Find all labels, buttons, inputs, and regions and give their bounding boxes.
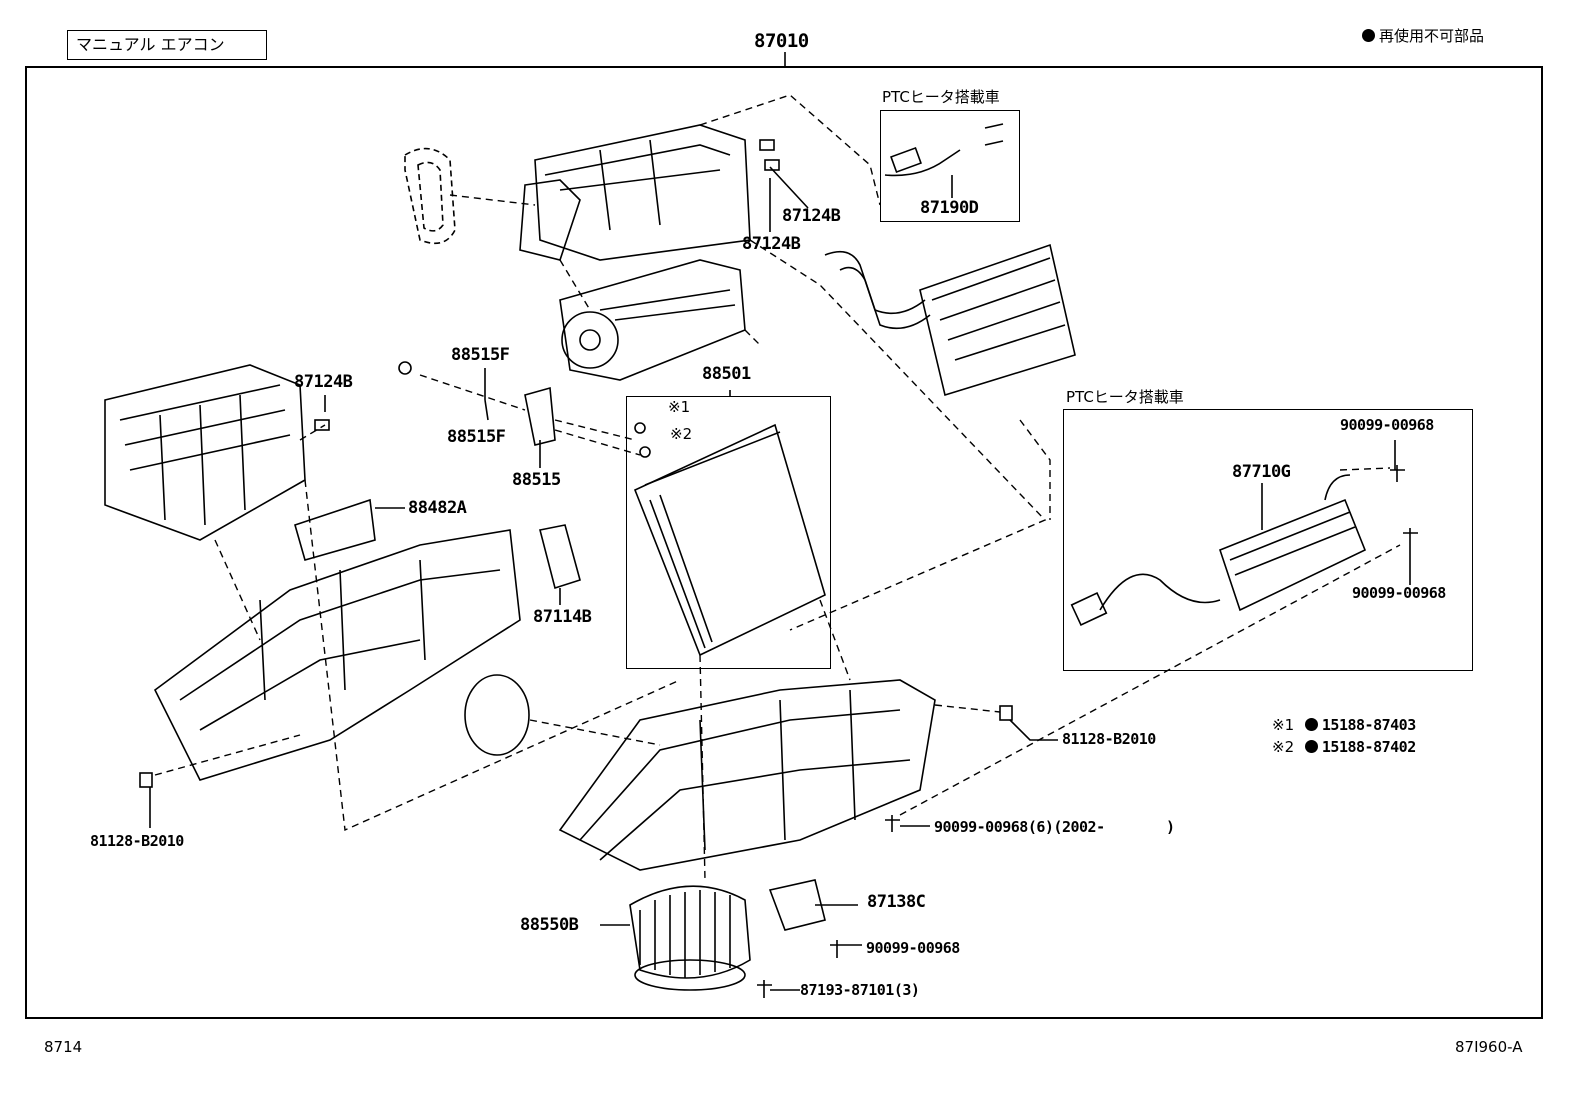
part-87710G[interactable]: 87710G	[1232, 462, 1291, 482]
heater-core-drawing	[824, 243, 1076, 397]
part-88515[interactable]: 88515	[512, 470, 561, 490]
clip-87124b-top-drawing	[759, 139, 775, 151]
note-1-part[interactable]: 15188-87403	[1321, 716, 1416, 734]
lower-left-case-drawing	[153, 529, 521, 781]
part-88550B[interactable]: 88550B	[520, 915, 579, 935]
part-88515F-b[interactable]: 88515F	[447, 427, 506, 447]
part-88482a-drawing	[294, 498, 376, 561]
part-87193-87101[interactable]: 87193-87101(3)	[800, 981, 920, 999]
blower-motor-drawing	[629, 885, 751, 991]
part-87114B[interactable]: 87114B	[533, 607, 592, 627]
o-ring-mark-2: ※2	[670, 425, 693, 443]
filter-frame-drawing	[404, 147, 456, 245]
footer-right-code: 87I960-A	[1455, 1038, 1523, 1056]
part-88501[interactable]: 88501	[702, 364, 751, 384]
part-90099-00968-r1[interactable]: 90099-00968	[1340, 416, 1434, 434]
o-ring-mark-1: ※1	[668, 398, 691, 416]
non-reusable-mark-icon	[1304, 718, 1318, 731]
part-88482A[interactable]: 88482A	[408, 498, 467, 518]
ptc-top-box	[880, 110, 1020, 222]
lower-right-case-drawing	[558, 679, 936, 871]
left-case-drawing	[104, 364, 306, 541]
clip-right-drawing	[999, 705, 1013, 721]
ptc-heater-drawing	[1070, 474, 1367, 626]
expansion-valve-drawing	[524, 386, 556, 446]
clip-left-drawing	[139, 772, 153, 788]
blower-housing-drawing	[559, 259, 746, 381]
damper-plate-drawing	[464, 674, 530, 756]
assembly-dash-lines	[154, 94, 1401, 881]
footer-left-code: 8714	[44, 1038, 83, 1056]
part-90099-00968-r2[interactable]: 90099-00968	[1352, 584, 1446, 602]
note-1-mark: ※1	[1272, 716, 1295, 734]
part-87124B-b[interactable]: 87124B	[742, 234, 801, 254]
note-1: ※1 15188-87403	[1272, 718, 1416, 733]
note-2-mark: ※2	[1272, 738, 1295, 756]
diagram-frame	[25, 66, 1543, 1019]
part-87138C[interactable]: 87138C	[867, 892, 926, 912]
o-ring-2-drawing	[639, 446, 651, 458]
legend-text: 再使用不可部品	[1379, 27, 1485, 45]
condition-label: マニュアル エアコン	[76, 35, 225, 54]
header-condition-box	[67, 30, 267, 60]
note-2-part[interactable]: 15188-87402	[1321, 738, 1416, 756]
part-81128-B2010-right[interactable]: 81128-B2010	[1062, 730, 1156, 748]
part-87124B-a[interactable]: 87124B	[782, 206, 841, 226]
ptc-top-harness-drawing	[884, 123, 1004, 177]
ptc-right-title: PTCヒータ搭載車	[1066, 388, 1184, 406]
assembly-number: 87010	[754, 30, 809, 52]
ptc-right-box	[1063, 409, 1473, 671]
part-87114b-drawing	[539, 524, 581, 590]
screws-drawing	[757, 465, 1418, 998]
evaporator-box	[626, 396, 831, 669]
upper-housing-drawing	[519, 124, 751, 261]
resistor-drawing	[768, 879, 826, 931]
fitting-drawing	[398, 361, 412, 375]
part-90099-00968-6[interactable]: 90099-00968(6)(2002-	[934, 818, 1105, 836]
ptc-top-title: PTCヒータ搭載車	[882, 88, 1000, 106]
non-reusable-mark-icon	[1304, 740, 1318, 753]
part-90099-00968-b[interactable]: 90099-00968	[866, 939, 960, 957]
part-81128-B2010-left[interactable]: 81128-B2010	[90, 832, 184, 850]
part-87190D[interactable]: 87190D	[920, 198, 979, 218]
note-2: ※2 15188-87402	[1272, 740, 1416, 755]
part-90099-00968-6-close: )	[1166, 818, 1175, 836]
clip-87124b-drawing	[314, 419, 330, 431]
o-ring-1-drawing	[634, 422, 646, 434]
non-reusable-mark-icon	[1362, 29, 1375, 42]
part-87124B-c[interactable]: 87124B	[294, 372, 353, 392]
legend: 再使用不可部品	[1362, 29, 1484, 44]
evaporator-core-drawing	[633, 423, 826, 657]
part-88515F-a[interactable]: 88515F	[451, 345, 510, 365]
